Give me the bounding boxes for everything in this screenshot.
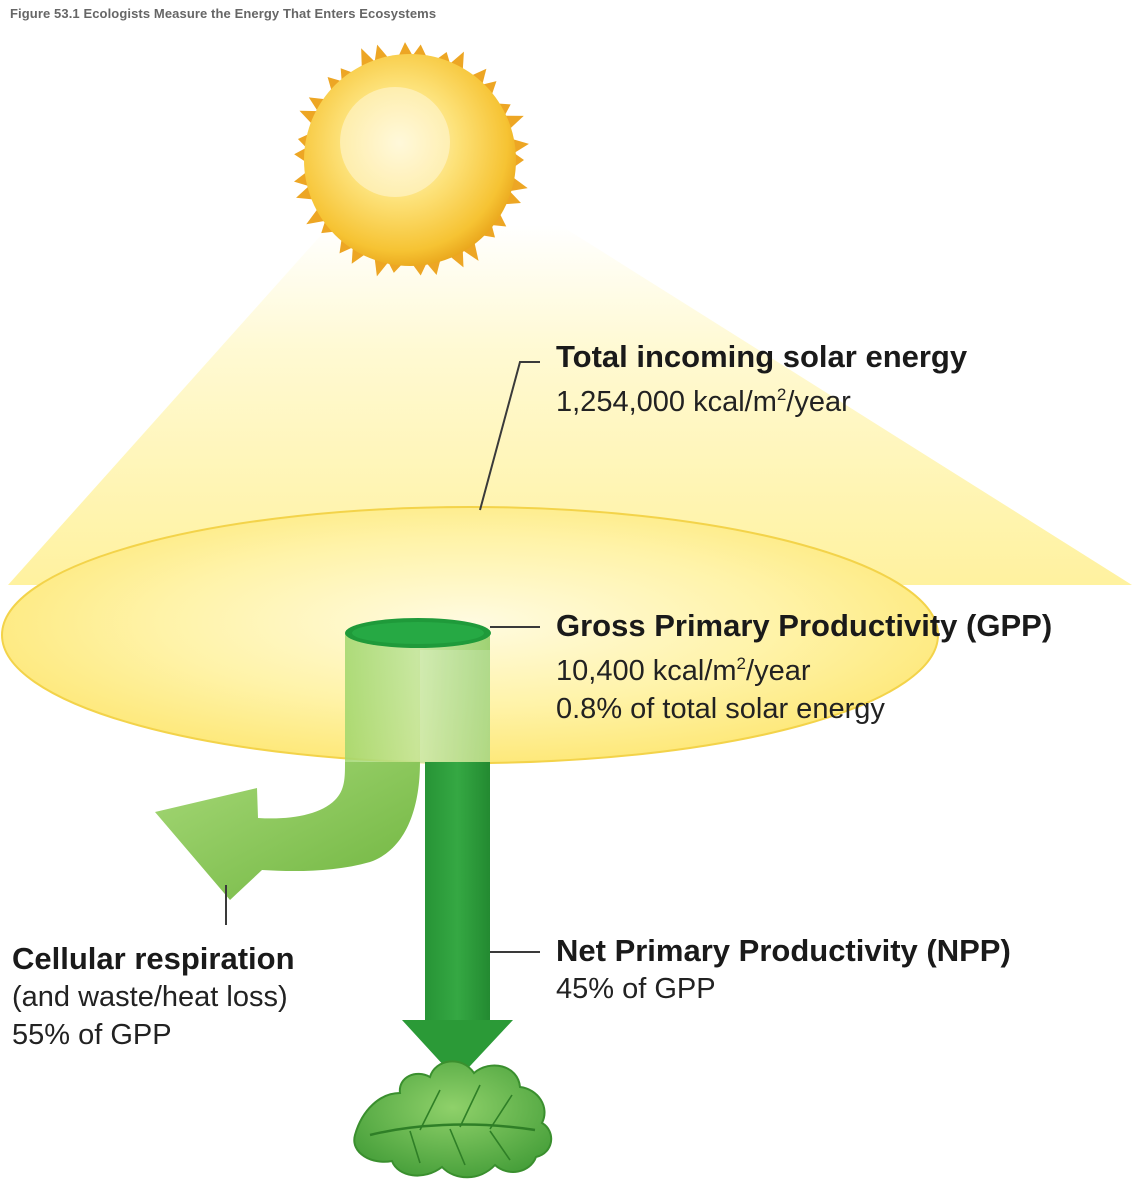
sun-ray — [398, 42, 413, 57]
light-beam — [8, 225, 1132, 585]
npp-share: 45% of GPP — [556, 973, 716, 1005]
solar-energy-label: Total incoming solar energy 1,254,000 kc… — [556, 338, 967, 421]
figure-title: Figure 53.1 Ecologists Measure the Energ… — [10, 6, 437, 21]
sun-ray — [327, 76, 343, 92]
sun-ray — [339, 238, 354, 254]
gpp-value: 10,400 kcal/m2/year — [556, 654, 811, 687]
sun-ray — [306, 208, 326, 225]
sun-ray — [462, 241, 479, 261]
gpp-label: Gross Primary Productivity (GPP) 10,400 … — [556, 607, 1052, 728]
sun-ray — [412, 262, 427, 276]
sun-ray — [294, 147, 307, 163]
sun-icon — [294, 42, 529, 277]
sun-ray — [449, 51, 464, 71]
sun-ray — [351, 246, 366, 264]
respiration-arrow — [155, 762, 420, 900]
leaf-icon — [353, 1060, 552, 1179]
respiration-label: Cellular respiration (and waste/heat los… — [12, 940, 295, 1054]
sun-ray — [471, 68, 487, 86]
gpp-share: 0.8% of total solar energy — [556, 693, 885, 725]
solar-leader-line — [479, 361, 540, 511]
respiration-share: 55% of GPP — [12, 1019, 172, 1051]
npp-label: Net Primary Productivity (NPP) 45% of GP… — [556, 932, 1011, 1008]
sun-ray — [481, 81, 497, 96]
sun-ray — [308, 97, 326, 112]
gpp-heading: Gross Primary Productivity (GPP) — [556, 608, 1053, 643]
respiration-heading: Cellular respiration — [12, 941, 295, 976]
sun-ray — [412, 44, 427, 58]
solar-energy-value: 1,254,000 kcal/m2/year — [556, 385, 851, 418]
sun-ray — [513, 152, 524, 168]
sun-ray — [511, 138, 529, 154]
solar-energy-heading: Total incoming solar energy — [556, 339, 968, 374]
respiration-note: (and waste/heat loss) — [12, 981, 288, 1013]
gpp-cylinder — [345, 618, 491, 763]
npp-arrow — [402, 762, 513, 1080]
npp-heading: Net Primary Productivity (NPP) — [556, 933, 1011, 968]
leader-lines — [225, 361, 540, 953]
sun-ray — [449, 249, 464, 268]
